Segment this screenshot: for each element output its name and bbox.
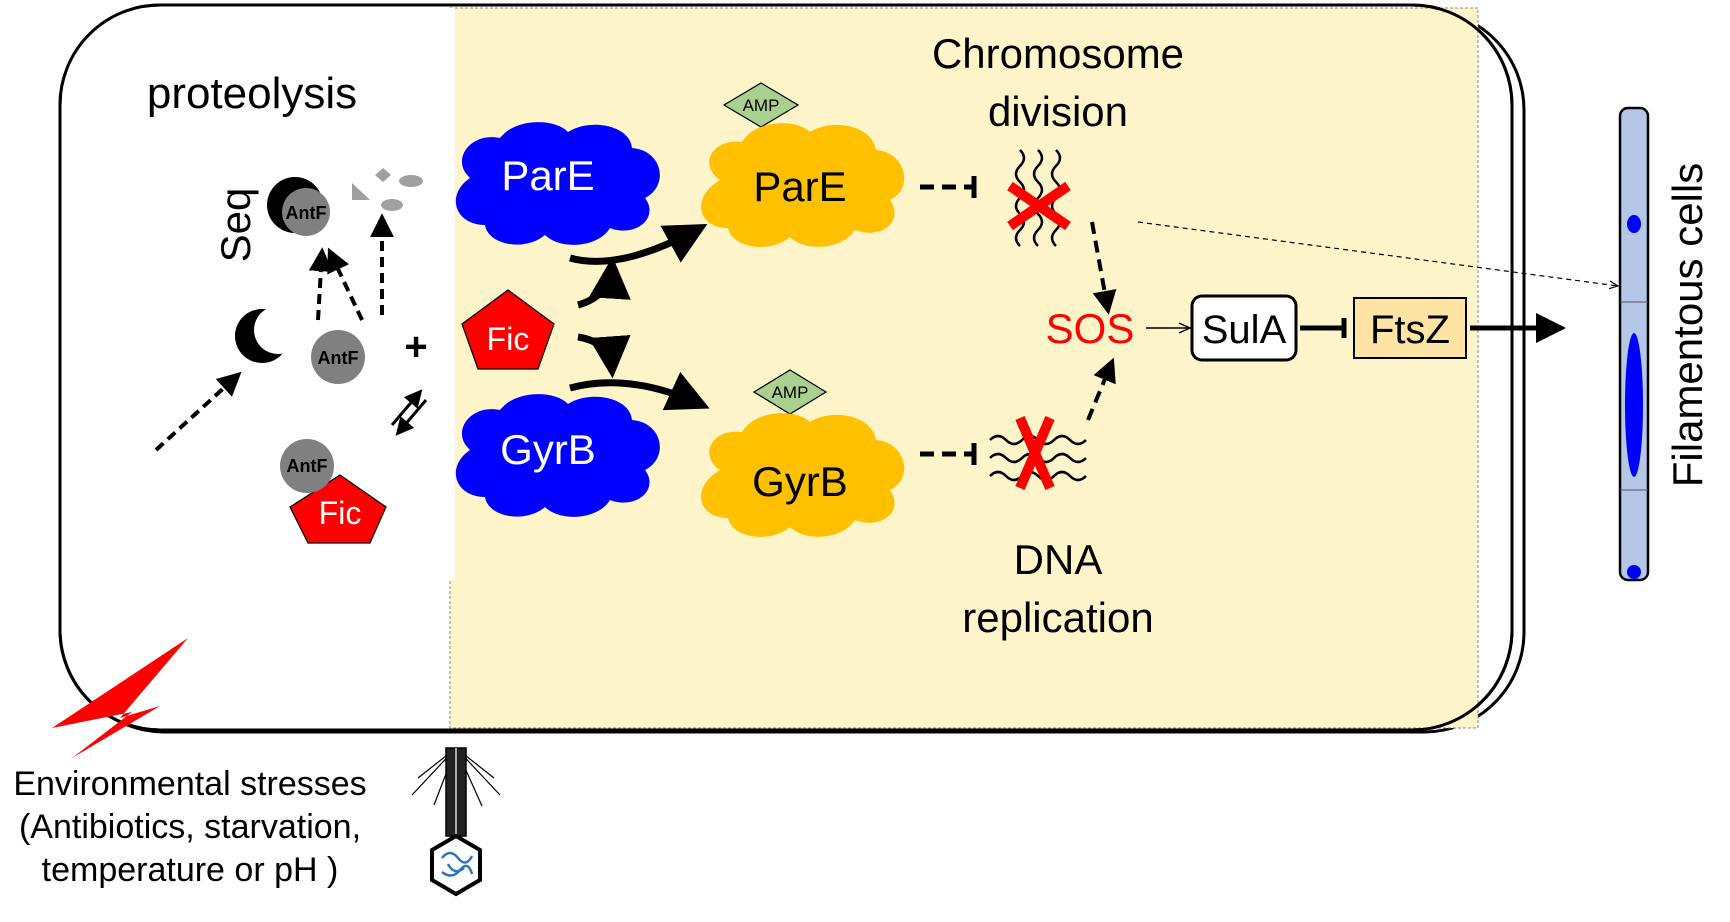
svg-text:AMP: AMP (743, 96, 780, 115)
plus-sign: + (404, 325, 427, 369)
sos-response-label: SOS (1046, 305, 1135, 352)
cell-inner-membrane-outline (58, 3, 1514, 732)
sula-box: SulA (1190, 294, 1298, 362)
replication-blocked-x (1015, 416, 1055, 490)
svg-text:ParE: ParE (501, 152, 594, 199)
chromosome-division-line2: division (988, 88, 1128, 135)
svg-text:GyrB: GyrB (752, 458, 848, 505)
svg-text:SulA: SulA (1202, 308, 1287, 352)
svg-text:Fic: Fic (319, 495, 362, 531)
gyrb-ampylated: GyrB (701, 413, 905, 537)
chromosome-blocked-x (1007, 181, 1071, 231)
inhibition-lines (920, 176, 977, 465)
dna-replication-line2: replication (962, 594, 1153, 641)
bacteriophage (411, 747, 501, 897)
fic-free: Fic (461, 289, 555, 370)
filamentous-cell (1618, 106, 1650, 582)
gyrb-unmodified: GyrB (455, 394, 660, 517)
sos-induction-arrows (1086, 221, 1117, 421)
dna-replication-line1: DNA (1014, 536, 1103, 583)
svg-text:Fic: Fic (487, 321, 530, 357)
chromosome-division-line1: Chromosome (932, 30, 1184, 77)
pare-ampylated: ParE (701, 123, 905, 247)
ampylation-arrows (569, 223, 710, 411)
seq-label: Seq (212, 188, 259, 263)
svg-text:AntF: AntF (286, 203, 327, 223)
svg-text:AntF: AntF (318, 348, 359, 368)
seq-free-crescent (235, 306, 302, 363)
sula-inhibits-ftsz (1300, 318, 1347, 338)
env-stress-line3: temperature or pH ) (42, 851, 339, 889)
proteolysis-arrows (154, 213, 394, 452)
svg-text:ParE: ParE (753, 163, 846, 210)
filamentous-cells-label: Filamentous cells (1664, 163, 1711, 487)
antf-free: AntF (311, 330, 365, 384)
svg-text:FtsZ: FtsZ (1370, 308, 1450, 352)
fic-antf-complex: AntF Fic (280, 439, 387, 544)
env-stress-line2: (Antibiotics, starvation, (19, 808, 361, 846)
svg-text:AntF: AntF (287, 456, 328, 476)
svg-text:GyrB: GyrB (500, 426, 596, 473)
seq-antf-complex: AntF (267, 177, 330, 236)
proteolysis-label: proteolysis (147, 69, 357, 118)
env-stress-line1: Environmental stresses (13, 765, 366, 803)
amp-tag-pare: AMP (722, 82, 800, 128)
stress-lightning-bolt (52, 638, 188, 758)
degradation-fragments (352, 168, 423, 211)
ftsz-box: FtsZ (1353, 297, 1467, 359)
equilibrium-arrows (390, 389, 428, 436)
pare-unmodified: ParE (455, 122, 660, 245)
amp-tag-gyrb: AMP (752, 369, 828, 415)
white-inset-panel (62, 8, 455, 580)
svg-text:AMP: AMP (772, 383, 809, 402)
